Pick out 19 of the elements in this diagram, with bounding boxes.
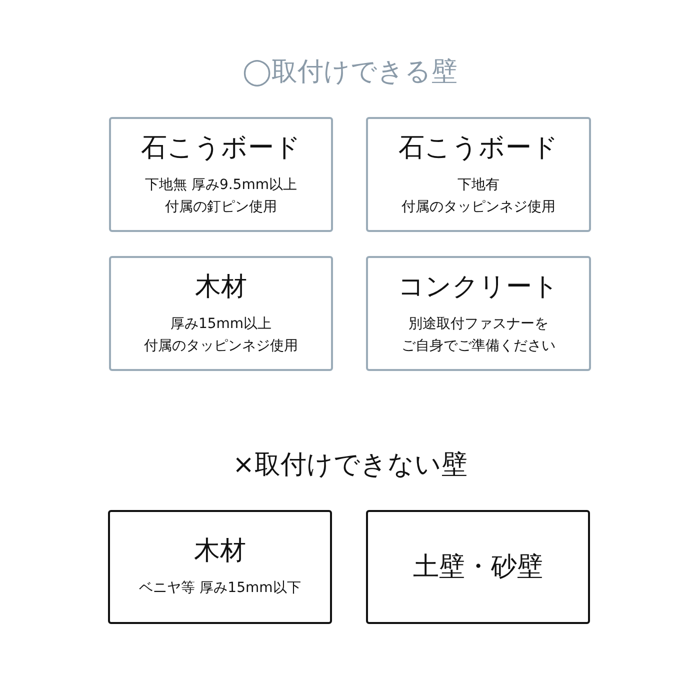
card-description: 下地有付属のタッピンネジ使用: [402, 176, 556, 216]
wall-type-card: [366, 510, 590, 624]
card-title: 木材: [194, 535, 246, 567]
heading: ×取付けできない壁: [232, 449, 468, 482]
wall-type-card: [109, 256, 333, 371]
heading: ◯取付けできる壁: [241, 56, 459, 89]
wall-type-card: [366, 256, 591, 371]
card-description: ベニヤ等 厚み15mm以下: [139, 579, 301, 598]
card-description: 厚み15mm以上付属のタッピンネジ使用: [144, 314, 298, 356]
card-title: 土壁・砂壁: [413, 551, 543, 583]
card-title: 木材: [195, 270, 247, 302]
card-description: 下地無 厚み9.5mm以上付属の釘ピン使用: [145, 176, 297, 216]
card-description: 別途取付ファスナーをご自身でご準備ください: [402, 314, 556, 356]
wall-type-card: [366, 117, 591, 232]
card-title: 石こうボード: [398, 132, 558, 164]
wall-type-card: [109, 117, 333, 232]
card-title: 石こうボード: [141, 132, 301, 164]
wall-type-card: [108, 510, 332, 624]
card-title: コンクリート: [398, 270, 559, 302]
